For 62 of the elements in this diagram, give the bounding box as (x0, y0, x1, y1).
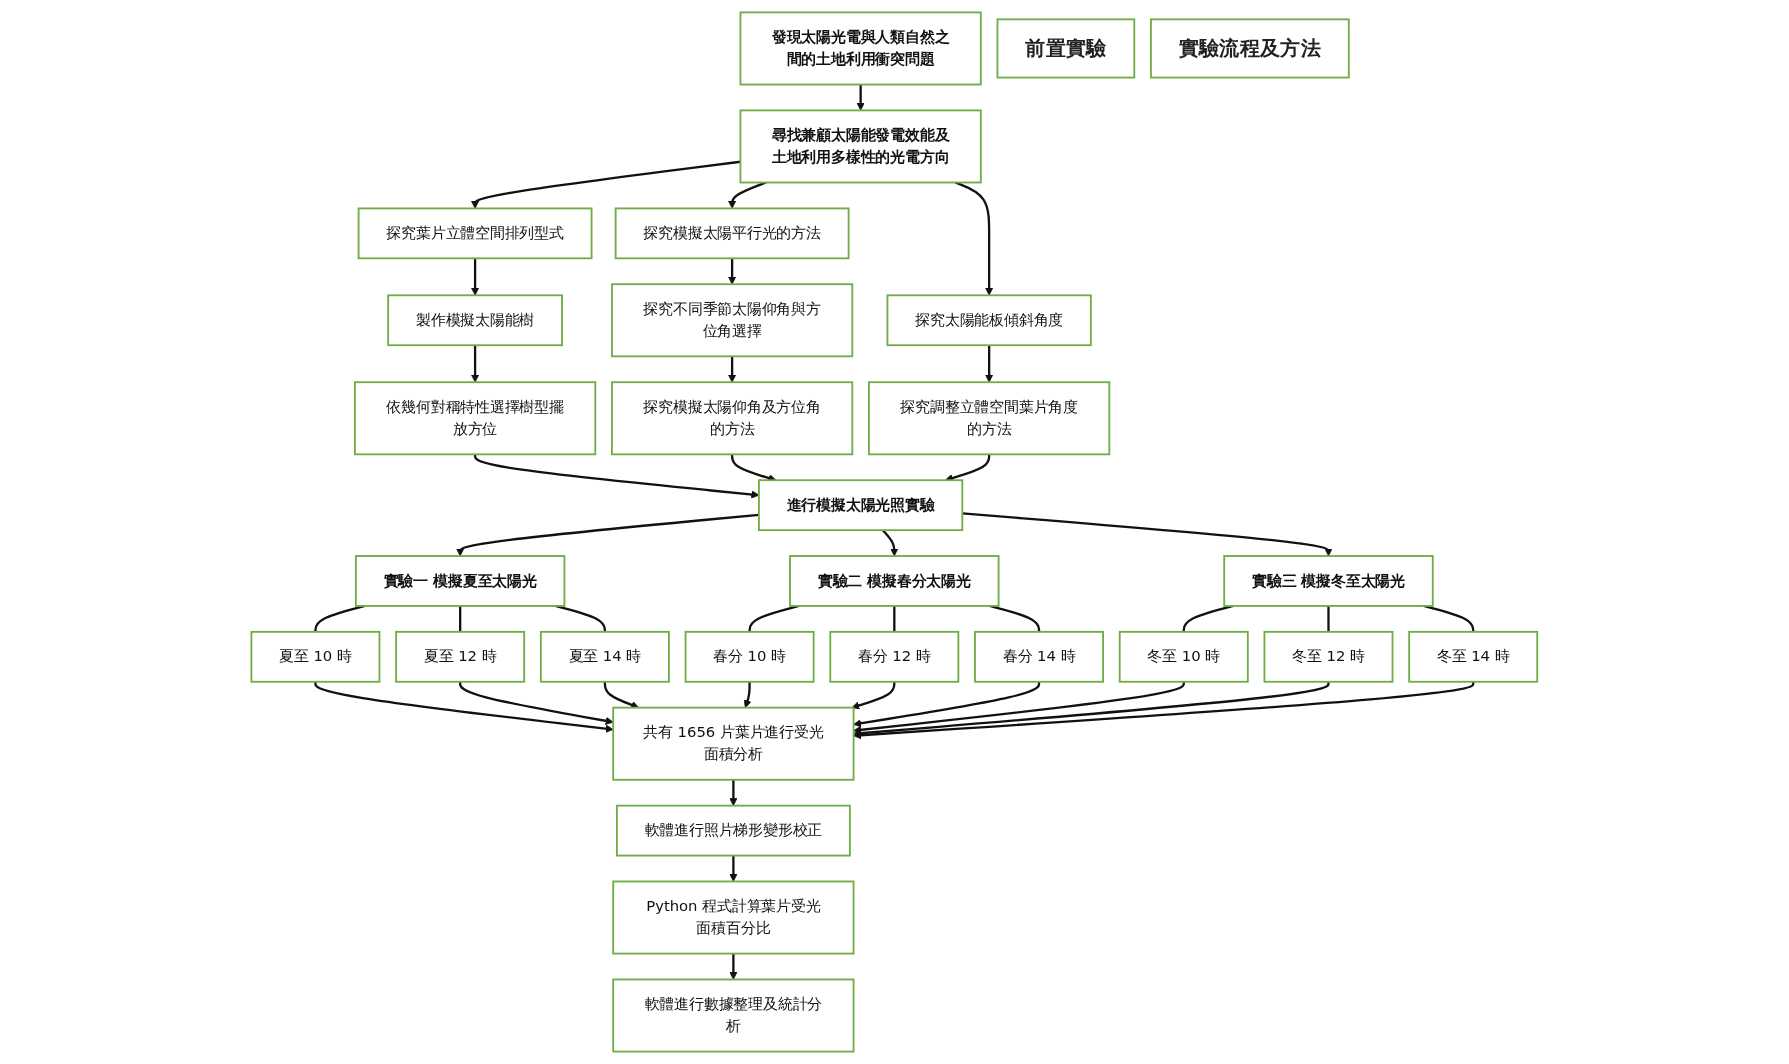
arrow (853, 681, 1186, 734)
arrow (728, 258, 737, 285)
arrow (603, 681, 640, 709)
node-box: 冬至 12 時 (1263, 630, 1394, 683)
arrow (856, 84, 865, 111)
connector (555, 604, 607, 632)
arrow (853, 681, 1041, 728)
node-box: 尋找兼顧太陽能發電效能及土地利用多樣性的光電方向 (739, 109, 982, 184)
node-box: 探究葉片立體空間排列型式 (357, 207, 593, 260)
node-box: Python 程式計算葉片受光面積百分比 (612, 880, 855, 955)
node-box: 夏至 14 時 (540, 630, 670, 683)
node-box: 前置實驗 (996, 18, 1136, 79)
connector (1327, 605, 1330, 632)
node-box: 春分 10 時 (684, 630, 815, 683)
connector (459, 605, 462, 632)
node-box: 探究不同季節太陽仰角與方位角選擇 (611, 283, 854, 358)
node-box: 實驗流程及方法 (1150, 18, 1350, 79)
arrow (459, 681, 614, 725)
arrow (456, 513, 760, 557)
node-box: 夏至 10 時 (250, 630, 381, 683)
arrow (728, 181, 767, 209)
arrow (314, 681, 614, 733)
node-box: 探究模擬太陽仰角及方位角的方法 (611, 381, 854, 456)
arrow (471, 345, 480, 383)
node-box: 共有 1656 片葉片進行受光面積分析 (612, 706, 855, 781)
node-box: 夏至 12 時 (395, 630, 526, 683)
arrow (474, 454, 760, 499)
node-box: 軟體進行照片梯形變形校正 (616, 804, 851, 857)
arrow (743, 681, 752, 709)
arrow (729, 855, 738, 882)
node-box: 春分 14 時 (974, 630, 1105, 683)
arrow (954, 181, 994, 296)
arrow (471, 258, 480, 296)
node-box: 春分 12 時 (829, 630, 960, 683)
arrow (729, 953, 738, 980)
node-box: 發現太陽光電與人類自然之間的土地利用衝突問題 (739, 11, 982, 86)
arrow (851, 681, 896, 710)
node-box: 冬至 14 時 (1408, 630, 1539, 683)
arrow (962, 512, 1333, 557)
arrow (728, 356, 737, 383)
node-box: 探究調整立體空間葉片角度的方法 (868, 381, 1111, 456)
node-box: 進行模擬太陽光照實驗 (758, 479, 964, 532)
node-box: 依幾何對稱特性選擇樹型擺放方位 (354, 381, 597, 456)
arrow (853, 681, 1475, 740)
node-box: 實驗三 模擬冬至太陽光 (1223, 555, 1434, 607)
arrow (985, 345, 994, 383)
connector (1182, 604, 1234, 632)
node-box: 冬至 10 時 (1118, 630, 1249, 683)
node-box: 探究太陽能板傾斜角度 (886, 294, 1092, 347)
node-box: 製作模擬太陽能樹 (387, 294, 564, 347)
connector (1423, 604, 1475, 632)
connector (989, 604, 1041, 632)
node-box: 探究模擬太陽平行光的方法 (614, 207, 850, 260)
node-box: 實驗二 模擬春分太陽光 (789, 555, 1000, 607)
connector (314, 604, 366, 632)
node-box: 實驗一 模擬夏至太陽光 (355, 555, 566, 607)
arrow (882, 529, 899, 557)
connector (893, 605, 896, 632)
arrow (729, 779, 738, 807)
node-box: 軟體進行數據整理及統計分析 (612, 978, 855, 1053)
connector (748, 604, 800, 632)
arrow (471, 160, 741, 209)
